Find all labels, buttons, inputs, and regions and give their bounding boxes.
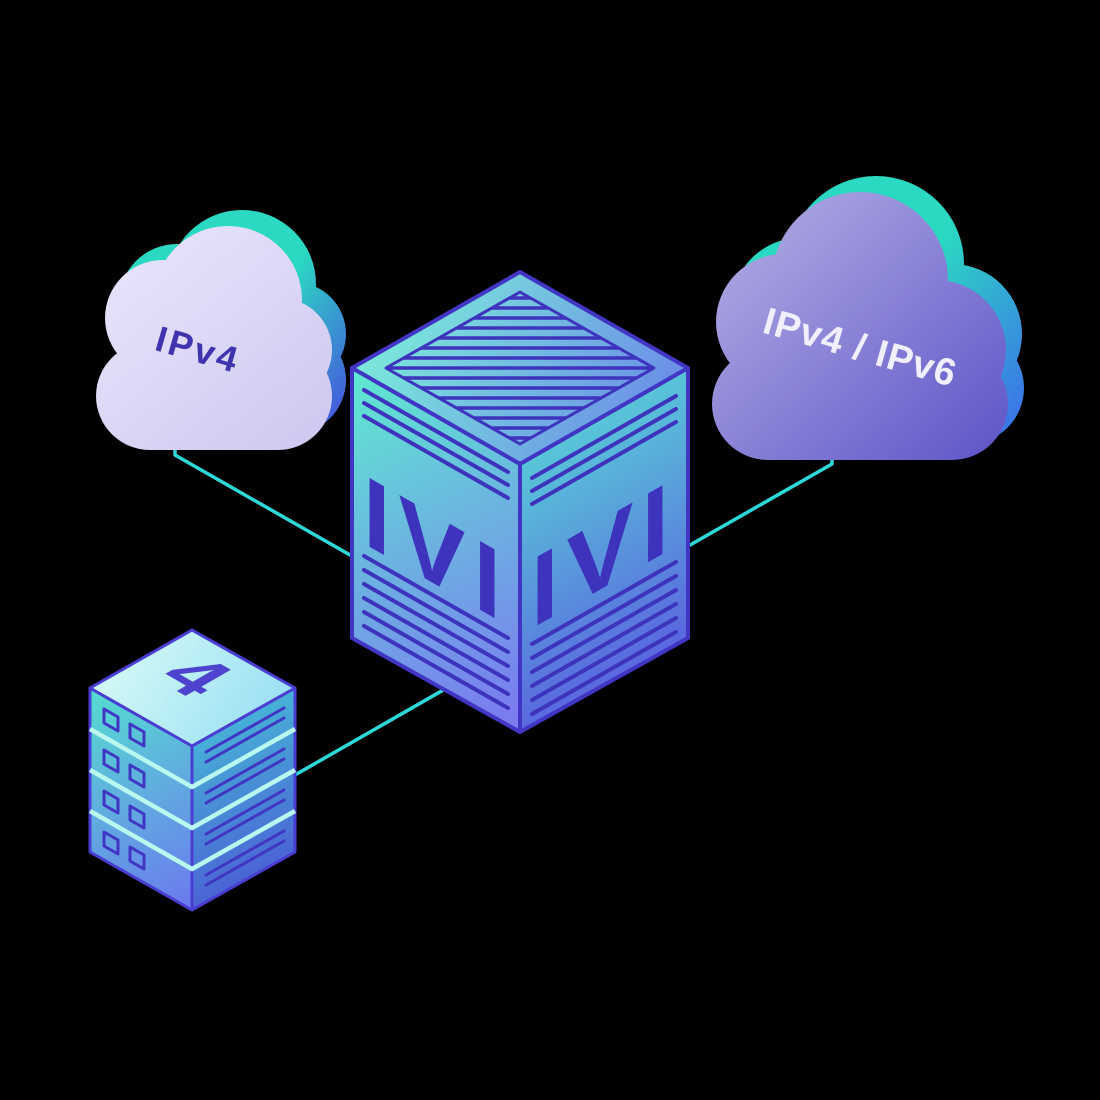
dual-stack-cloud-body [712, 192, 1008, 460]
translator-left-stripes [362, 388, 510, 710]
ipv4-server-stack: 4 [88, 628, 297, 912]
server-port-squares [102, 707, 146, 871]
translator-top-panel [384, 290, 656, 446]
dual-stack-cloud: IPv4 / IPv6 [712, 176, 1024, 460]
ivi-translator-box: IVI IVI [350, 270, 690, 734]
ipv4-cloud: IPv4 [96, 210, 346, 450]
server-top-face [88, 628, 297, 748]
server-vent-lines [204, 706, 286, 887]
translator-right-stripes [530, 394, 678, 716]
server-unit-rims [88, 727, 297, 872]
ipv4-cloud-body [96, 226, 332, 450]
